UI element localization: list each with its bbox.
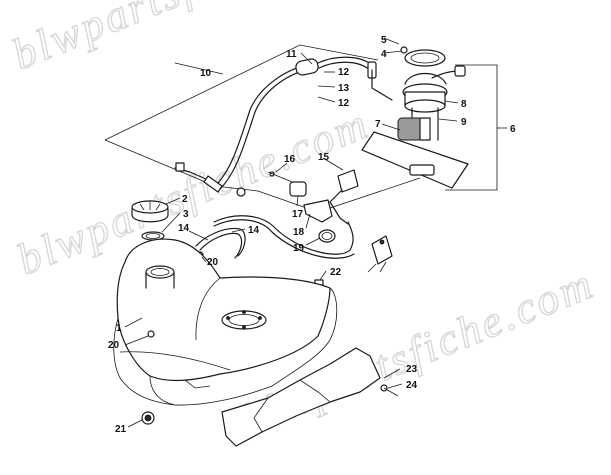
check-valve — [337, 169, 359, 193]
callout-23: 23 — [406, 364, 418, 375]
callout-8: 8 — [461, 99, 467, 110]
assembly-6-bracket — [445, 64, 507, 191]
callout-20-upper: 20 — [207, 257, 219, 268]
callout-2: 2 — [182, 194, 188, 205]
valve-bracket — [303, 199, 333, 223]
fuel-tank — [113, 238, 338, 406]
callout-10: 10 — [200, 68, 212, 79]
callout-1: 1 — [116, 323, 122, 334]
side-bracket — [367, 235, 393, 273]
callout-11: 11 — [286, 49, 297, 60]
pump-seal-ring — [404, 49, 446, 67]
filler-neck — [145, 265, 175, 279]
hose-clamp — [318, 229, 336, 243]
fuel-pump-assembly — [361, 46, 469, 189]
filler-cap-group — [131, 200, 169, 241]
vent-hose-assembly — [174, 56, 377, 197]
hose-bracket-lines — [257, 177, 421, 213]
callout-13: 13 — [338, 83, 350, 94]
callout-14-right: 14 — [248, 225, 260, 236]
callout-4: 4 — [381, 49, 387, 60]
callout-15: 15 — [318, 152, 330, 163]
callout-17: 17 — [292, 209, 304, 220]
fuel-pump-body — [397, 117, 423, 141]
leader-lines — [124, 37, 459, 428]
fuel-pump-strainer — [361, 131, 469, 189]
callout-12-upper: 12 — [338, 67, 350, 78]
callout-20-lower: 20 — [108, 340, 120, 351]
callout-18: 18 — [293, 227, 305, 238]
callout-labels: 5 4 11 10 12 13 12 8 9 7 6 16 15 2 3 17 … — [108, 35, 516, 435]
heat-shield — [221, 347, 399, 447]
callout-7: 7 — [375, 119, 381, 130]
callout-19: 19 — [293, 243, 305, 254]
vent-valve-group — [267, 169, 359, 243]
callout-3: 3 — [183, 209, 189, 220]
callout-16: 16 — [284, 154, 296, 165]
callout-6: 6 — [510, 124, 516, 135]
valve-clip — [289, 181, 307, 197]
callout-22: 22 — [330, 267, 342, 278]
callout-21: 21 — [115, 424, 127, 435]
filter-canister — [295, 58, 319, 76]
callout-14-left: 14 — [178, 223, 190, 234]
callout-24: 24 — [406, 380, 418, 391]
callout-9: 9 — [461, 117, 467, 128]
drain-plug — [141, 411, 155, 425]
callout-12-lower: 12 — [338, 98, 350, 109]
callout-5: 5 — [381, 35, 387, 46]
